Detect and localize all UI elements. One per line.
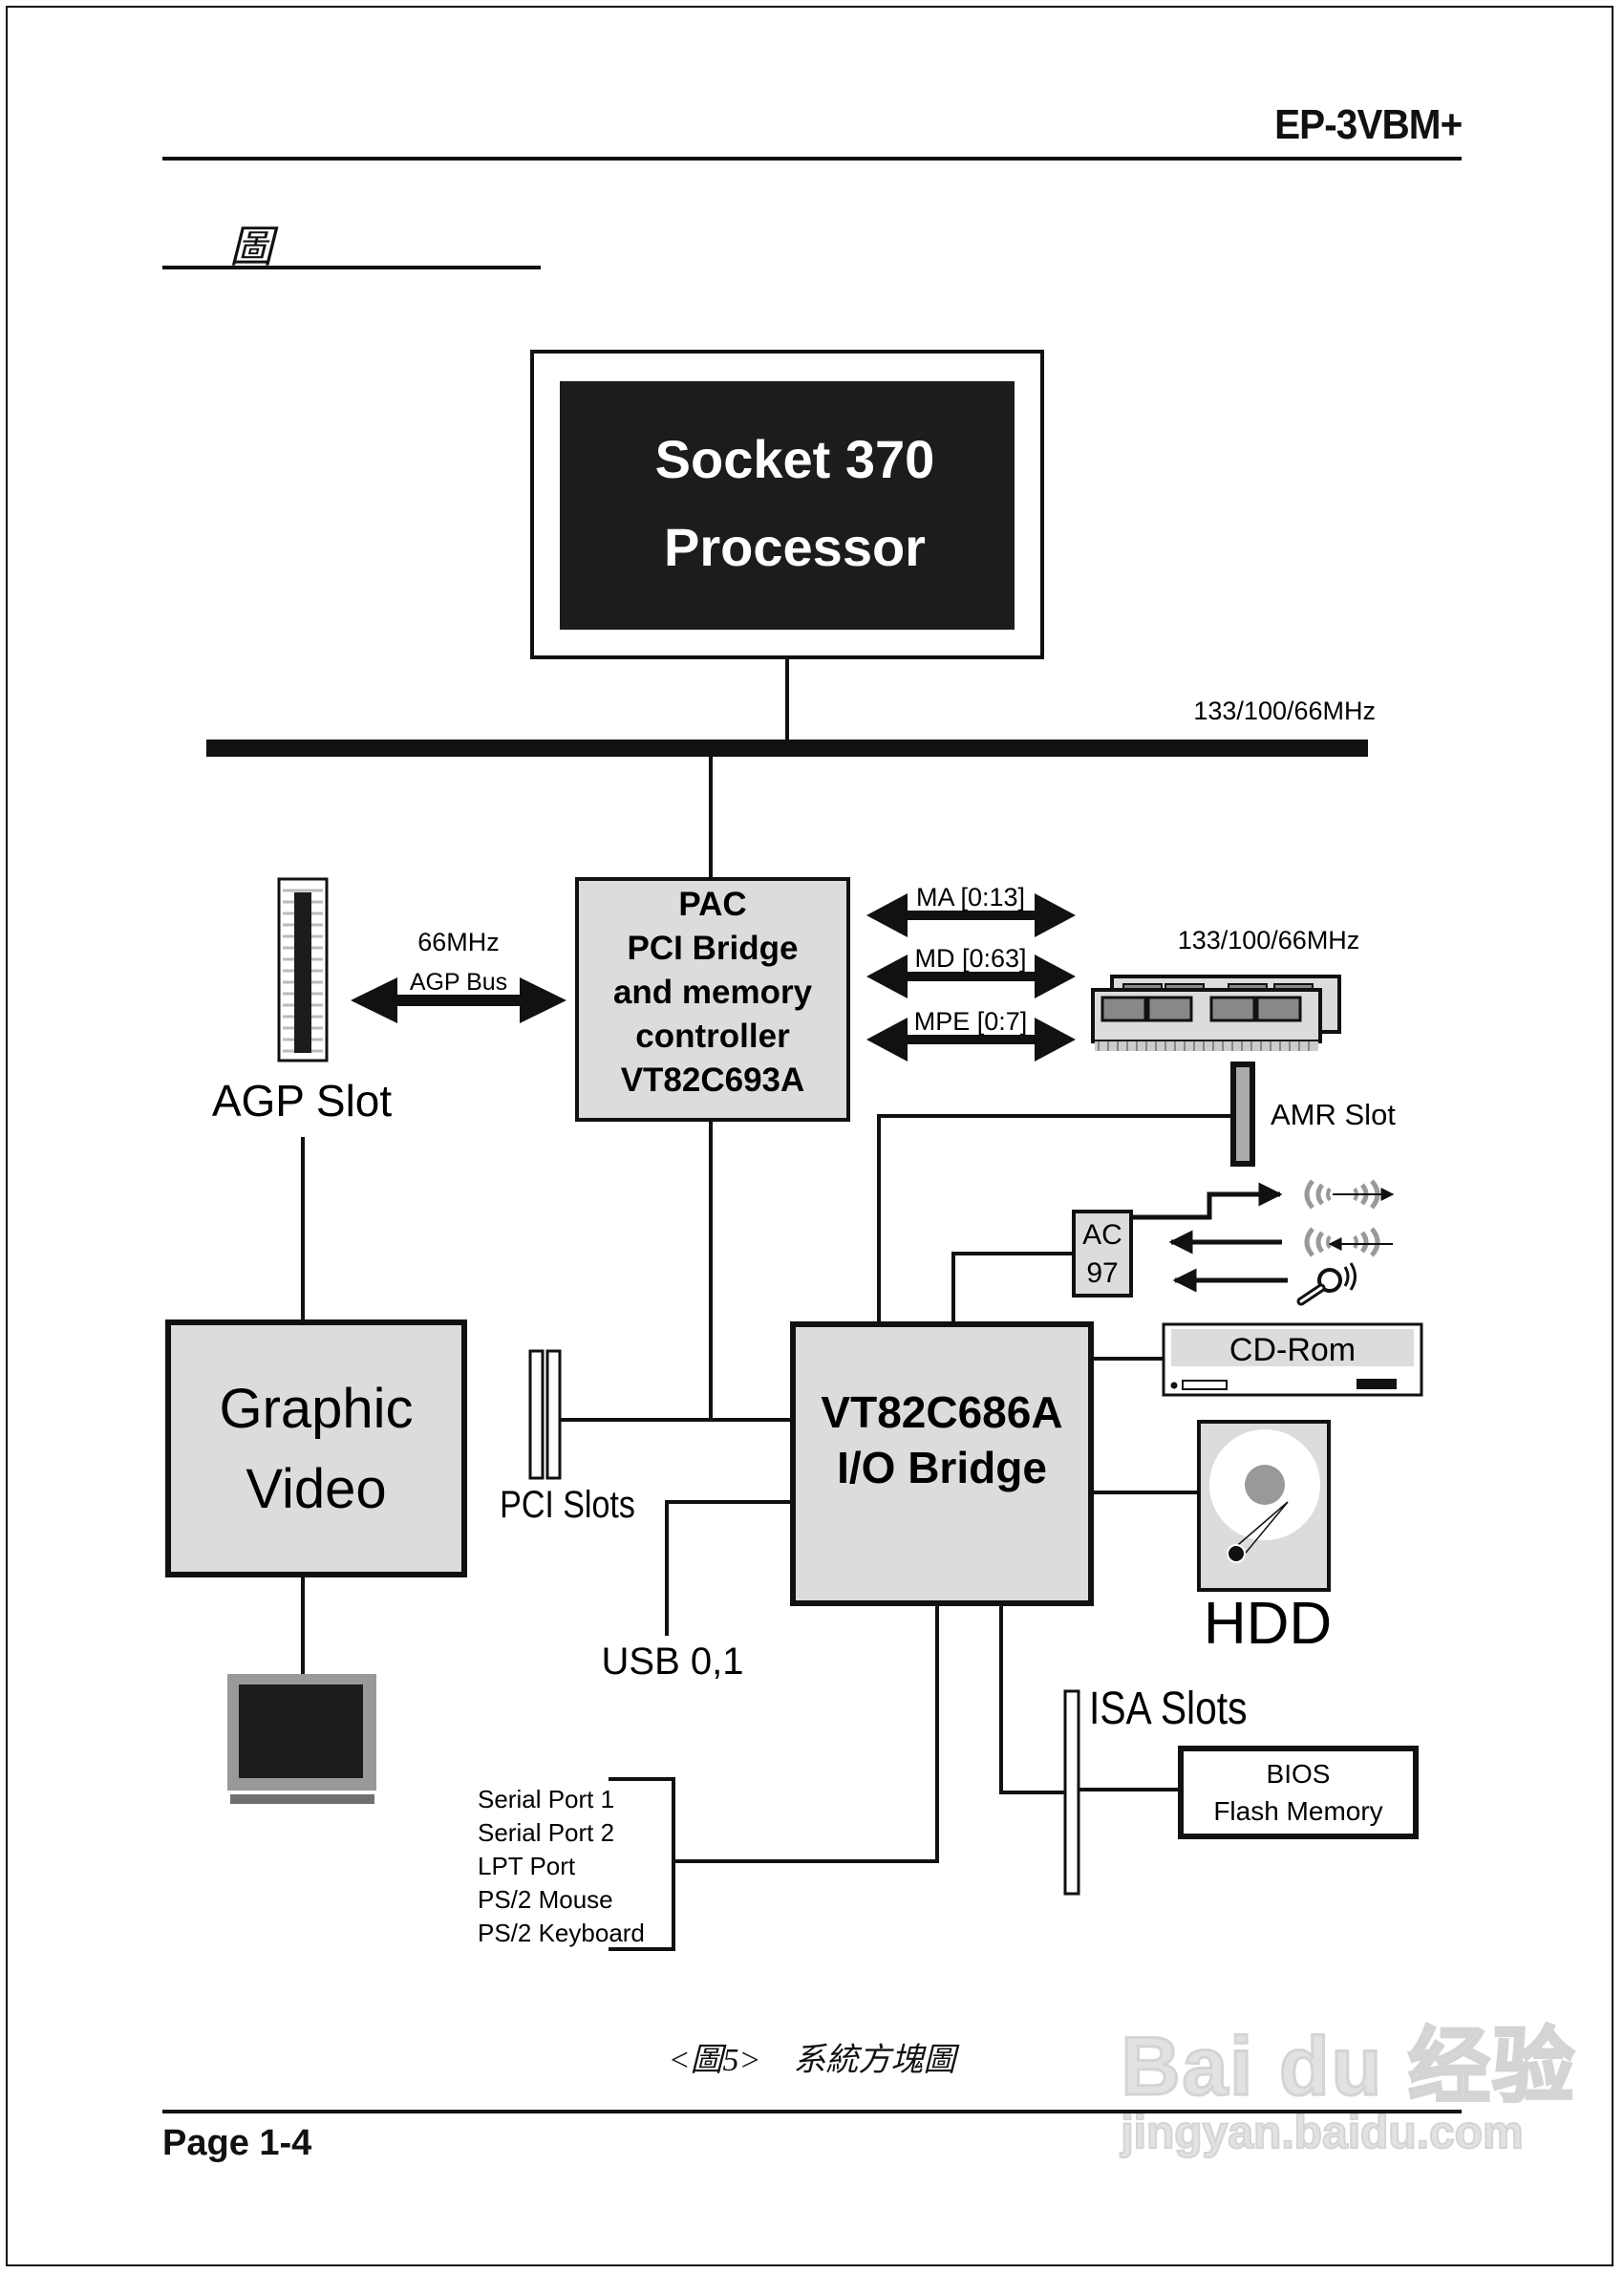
north-bridge-line: and memory	[613, 974, 813, 1011]
watermark-url: jingyan.baidu.com	[1120, 2107, 1524, 2159]
isa-slots-label: ISA Slots	[1089, 1684, 1248, 1734]
cdrom-label: CD-Rom	[1229, 1332, 1356, 1368]
north-bridge-line: PCI Bridge	[628, 930, 799, 967]
usb-label: USB 0,1	[602, 1641, 744, 1683]
south-bridge-line2: I/O Bridge	[837, 1443, 1047, 1492]
microphone-icon	[1296, 1262, 1357, 1306]
figure-caption: <圖5> 系統方塊圖	[668, 2043, 956, 2078]
usb-line	[665, 1500, 791, 1636]
footer-rule	[162, 2110, 1462, 2113]
io-ports-list: Serial Port 1 Serial Port 2 LPT Port PS/…	[478, 1785, 645, 1947]
hdd-icon	[1197, 1420, 1331, 1592]
io-port-item: PS/2 Keyboard	[478, 1919, 645, 1947]
south-bridge-block: VT82C686A I/O Bridge	[790, 1321, 1094, 1606]
line-in-icon	[1304, 1227, 1393, 1257]
dimm-modules-icon	[1091, 975, 1341, 1051]
cpu-socket-block: Socket 370 Processor	[530, 350, 1044, 659]
amr-slot-icon	[1230, 1062, 1255, 1167]
io-port-item: PS/2 Mouse	[478, 1885, 613, 1914]
memory-bus-md: MD [0:63]	[866, 944, 1076, 998]
audio-out-arrow	[1132, 1182, 1283, 1220]
host-bus	[206, 740, 1368, 757]
graphic-video-line2: Video	[246, 1458, 386, 1520]
bios-label-line2: Flash Memory	[1213, 1796, 1382, 1826]
ac97-codec-block: AC 97	[1072, 1210, 1133, 1298]
memory-bus-label: MPE [0:7]	[914, 1007, 1028, 1036]
cpu-label-line2: Processor	[664, 517, 926, 577]
isa-slot-icon	[1063, 1689, 1080, 1896]
memory-speed-label: 133/100/66MHz	[1178, 926, 1360, 955]
io-port-item: Serial Port 1	[478, 1785, 614, 1813]
north-bridge-block: PAC PCI Bridge and memory controller VT8…	[575, 877, 850, 1122]
host-bus-speed: 133/100/66MHz	[1193, 697, 1376, 725]
header-rule	[162, 157, 1462, 161]
section-heading: 圖	[229, 221, 273, 272]
watermark-brand: Bai du 经验	[1120, 2021, 1576, 2113]
bios-flash-block: BIOS Flash Memory	[1178, 1746, 1419, 1839]
memory-bus-label: MD [0:63]	[914, 944, 1026, 973]
speaker-out-icon	[1304, 1179, 1395, 1210]
io-port-item: LPT Port	[478, 1852, 576, 1880]
memory-bus-mpe: MPE [0:7]	[866, 1007, 1076, 1062]
southbridge-to-isa-line	[999, 1605, 1064, 1794]
ac97-label-line1: AC	[1082, 1219, 1122, 1251]
memory-bus-label: MA [0:13]	[916, 883, 1025, 912]
ac97-label-line2: 97	[1086, 1257, 1118, 1289]
cdrom-drive-icon: CD-Rom	[1162, 1322, 1423, 1397]
section-underline	[162, 266, 541, 269]
page-border	[6, 6, 1613, 2266]
memory-bus-ma: MA [0:13]	[866, 883, 1076, 937]
agp-slot-icon	[277, 877, 329, 1062]
monitor-icon	[227, 1674, 376, 1804]
agp-bus-arrow	[351, 977, 566, 1023]
page-number: Page 1-4	[162, 2123, 312, 2163]
io-ports-bracket	[609, 1777, 675, 1951]
amr-to-southbridge-line	[877, 1114, 1231, 1322]
cpu-label-line1: Socket 370	[655, 429, 935, 489]
north-bridge-line: VT82C693A	[621, 1062, 805, 1099]
agp-slot-label: AGP Slot	[212, 1076, 393, 1126]
ac97-to-southbridge-line	[951, 1252, 1074, 1322]
agp-bus-label: AGP Bus	[410, 969, 507, 996]
north-bridge-line: PAC	[678, 886, 746, 923]
southbridge-to-ports-line	[674, 1605, 939, 1863]
bios-label-line1: BIOS	[1267, 1759, 1331, 1789]
model-title: EP-3VBM+	[1273, 101, 1463, 148]
pci-slots-label: PCI Slots	[500, 1482, 635, 1525]
baidu-watermark: Bai du 经验 jingyan.baidu.com	[1120, 2021, 1576, 2160]
hdd-label: HDD	[1204, 1591, 1332, 1657]
graphic-video-block: Graphic Video	[165, 1319, 467, 1577]
graphic-video-line1: Graphic	[219, 1378, 413, 1440]
agp-speed-label: 66MHz	[417, 928, 500, 956]
south-bridge-line1: VT82C686A	[821, 1387, 1062, 1437]
amr-slot-label: AMR Slot	[1271, 1098, 1396, 1131]
north-bridge-line: controller	[635, 1018, 790, 1055]
io-port-item: Serial Port 2	[478, 1818, 614, 1847]
pci-slots-icon	[528, 1349, 562, 1480]
